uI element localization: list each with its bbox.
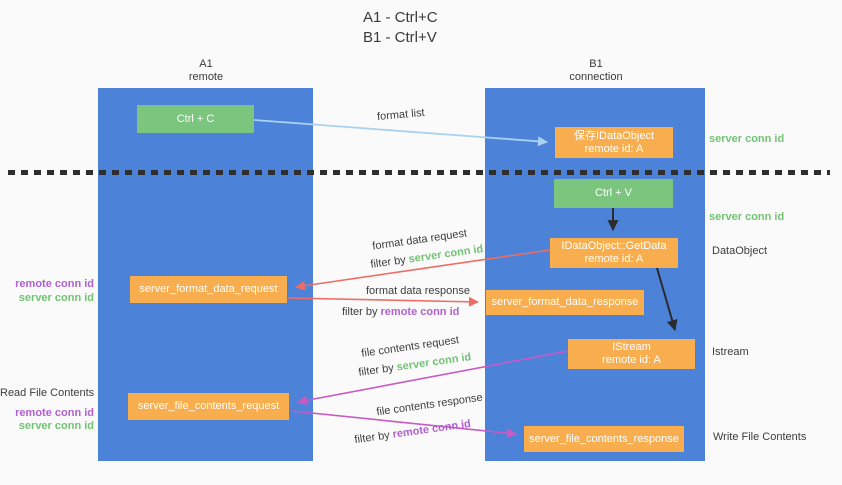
- node-save-line2: remote id: A: [584, 142, 644, 155]
- filter-prefix: filter by: [342, 306, 381, 318]
- title-line-1: A1 - Ctrl+C: [363, 9, 438, 26]
- node-getdata-line2: remote id: A: [584, 253, 644, 265]
- node-format-request-label: server_format_data_request: [139, 283, 278, 295]
- column-header-b1: B1 connection: [569, 58, 622, 84]
- right-server-conn-id-top: server conn id: [709, 133, 785, 145]
- left-server-conn-id-2: server conn id: [18, 420, 94, 432]
- left-labels-format-group: remote conn id server conn id: [0, 278, 94, 305]
- right-istream-label: Istream: [712, 346, 749, 358]
- label-file-contents-response-filter: filter by remote conn id: [354, 418, 472, 446]
- node-getdata-line1: IDataObject::GetData: [561, 240, 667, 252]
- node-save-idataobject: 保存IDataObject remote id: A: [555, 127, 673, 158]
- filter-value-server-conn-id: server conn id: [407, 243, 485, 266]
- arrow-format-data-response: [287, 296, 479, 307]
- node-istream: IStream remote id: A: [568, 339, 695, 369]
- node-istream-line2: remote id: A: [602, 354, 661, 366]
- title-line-2: B1 - Ctrl+V: [363, 29, 437, 46]
- left-remote-conn-id-2: remote conn id: [15, 406, 94, 419]
- label-format-data-response-filter: filter by remote conn id: [342, 306, 459, 318]
- filter-value-server-conn-id: server conn id: [395, 351, 473, 374]
- node-server-format-data-request: server_format_data_request: [130, 276, 287, 303]
- label-format-list: format list: [376, 106, 426, 124]
- node-idataobject-getdata: IDataObject::GetData remote id: A: [550, 238, 678, 268]
- filter-prefix: filter by: [353, 428, 394, 447]
- node-format-response-label: server_format_data_response: [491, 296, 639, 308]
- column-header-a1: A1 remote: [189, 58, 223, 84]
- node-server-format-data-response: server_format_data_response: [486, 290, 644, 315]
- left-remote-conn-id-1: remote conn id: [15, 278, 94, 290]
- column-b1-label: B1: [589, 58, 603, 70]
- left-server-conn-id-1: server conn id: [18, 291, 94, 304]
- column-a1-label: A1: [199, 58, 213, 70]
- diagram-title: A1 - Ctrl+C B1 - Ctrl+V: [363, 8, 438, 48]
- dotted-divider-line: [8, 170, 830, 175]
- filter-value-remote-conn-id: remote conn id: [380, 306, 460, 318]
- left-labels-file-group: Read File Contents remote conn id server…: [0, 387, 94, 434]
- left-read-file-contents: Read File Contents: [0, 387, 95, 399]
- node-ctrl-v: Ctrl + V: [554, 179, 673, 208]
- label-format-data-response: format data response: [366, 285, 470, 297]
- node-ctrl-v-label: Ctrl + V: [595, 187, 632, 199]
- node-server-file-contents-response: server_file_contents_response: [524, 426, 684, 452]
- node-server-file-contents-request: server_file_contents_request: [128, 393, 289, 420]
- right-server-conn-id-mid: server conn id: [709, 211, 785, 223]
- filter-prefix: filter by: [369, 253, 410, 271]
- node-ctrl-c-label: Ctrl + C: [176, 112, 215, 125]
- filter-value-remote-conn-id: remote conn id: [391, 417, 472, 441]
- right-write-file-contents-label: Write File Contents: [713, 431, 807, 443]
- column-b1-sublabel: connection: [569, 71, 623, 83]
- node-ctrl-c: Ctrl + C: [137, 105, 254, 133]
- node-istream-line1: IStream: [612, 341, 651, 353]
- label-file-contents-response: file contents response: [375, 391, 484, 419]
- node-save-line1: 保存IDataObject: [573, 129, 655, 142]
- filter-prefix: filter by: [357, 361, 398, 379]
- right-dataobject-label: DataObject: [712, 245, 768, 257]
- node-file-response-label: server_file_contents_response: [529, 432, 679, 445]
- node-file-request-label: server_file_contents_request: [137, 400, 280, 412]
- column-a1-sublabel: remote: [188, 71, 224, 83]
